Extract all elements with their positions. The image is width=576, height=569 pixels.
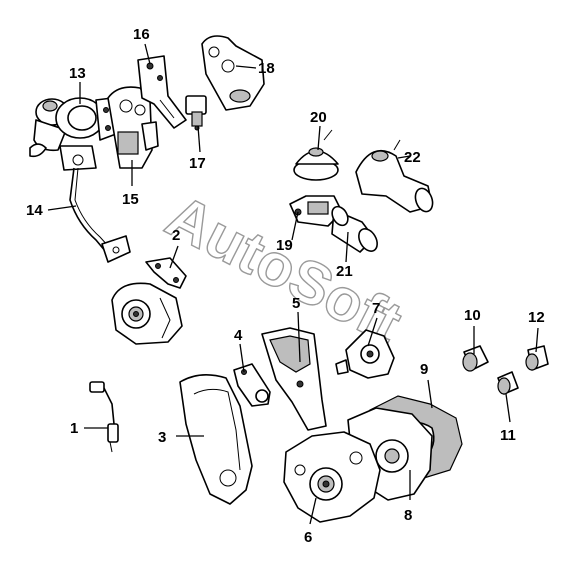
- callout-12: 12: [528, 309, 545, 326]
- part-6-housing: [283, 431, 381, 523]
- part-18-manifold: [201, 35, 265, 111]
- part-12-bushing: [525, 345, 549, 371]
- callout-19: 19: [276, 237, 293, 254]
- callout-11: 11: [500, 427, 516, 444]
- callout-8: 8: [404, 507, 412, 524]
- callout-1: 1: [70, 420, 78, 437]
- leader-lines: [47, 43, 539, 525]
- callout-17: 17: [189, 155, 206, 172]
- part-4-tensioner: [233, 363, 271, 407]
- callout-4: 4: [234, 327, 243, 344]
- part-3-cover: [179, 374, 253, 505]
- callout-9: 9: [420, 361, 428, 378]
- callout-22: 22: [404, 149, 421, 166]
- callout-7: 7: [372, 300, 380, 317]
- part-1-sensor: [89, 381, 119, 453]
- part-5-cover: [261, 327, 327, 431]
- part-10-bushing: [462, 345, 489, 372]
- callout-3: 3: [158, 429, 166, 446]
- callout-21: 21: [336, 263, 353, 280]
- part-7-pump: [335, 329, 395, 379]
- callout-20: 20: [310, 109, 327, 126]
- part-13-pump: [29, 97, 117, 171]
- part-20-actuator: [293, 129, 339, 181]
- callout-18: 18: [258, 60, 275, 77]
- callout-6: 6: [304, 529, 312, 546]
- callouts: 13 14 15 16 17 18 19 20 21 22 2 3 4 5 6 …: [26, 26, 545, 546]
- callout-2: 2: [172, 227, 180, 244]
- part-19-connector: [289, 195, 343, 227]
- part-2-bracket: [145, 257, 187, 289]
- callout-14: 14: [26, 202, 43, 219]
- callout-5: 5: [292, 295, 300, 312]
- part-21-tube: [331, 205, 378, 253]
- part-11-bushing: [497, 371, 519, 395]
- callout-15: 15: [122, 191, 139, 208]
- part-14-pipe: [69, 167, 131, 263]
- callout-16: 16: [133, 26, 150, 43]
- callout-10: 10: [464, 307, 481, 324]
- part-15-housing: [107, 86, 159, 169]
- part-22-actuator: [355, 139, 434, 213]
- callout-13: 13: [69, 65, 86, 82]
- part-17-sensor: [185, 95, 207, 131]
- water-pump: [111, 282, 183, 345]
